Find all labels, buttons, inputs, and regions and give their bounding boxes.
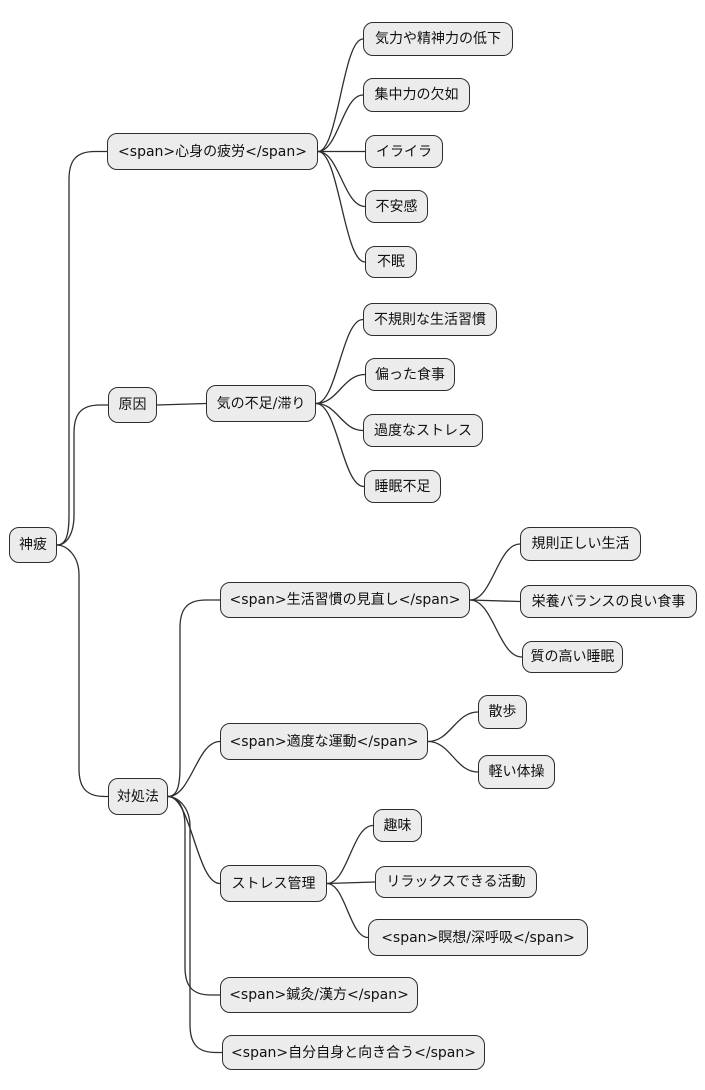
node-stress: ストレス管理 (220, 865, 327, 902)
node-suimin: 睡眠不足 (364, 470, 441, 503)
node-eiyo: 栄養バランスの良い食事 (520, 585, 697, 618)
node-meiso: <span>瞑想/深呼吸</span> (368, 919, 588, 956)
edge-kifusoku-fukisoku (315, 318, 364, 405)
edge-taisho-seikatsu (167, 599, 220, 798)
node-henshoku: 偏った食事 (365, 358, 455, 391)
node-shitsu: 質の高い睡眠 (522, 641, 623, 673)
edge-taisho-tekido (167, 740, 221, 798)
node-sanpo: 散歩 (478, 695, 527, 729)
edge-shinshin-fumin (317, 150, 366, 263)
edge-taisho-shinkyu (167, 795, 220, 996)
edge-taisho-jibun (167, 795, 222, 1054)
edge-shinshin-fuan (317, 150, 366, 208)
edge-seikatsu-kisoku (469, 543, 521, 601)
node-fuan: 不安感 (365, 190, 428, 223)
edge-root-genin (56, 404, 108, 546)
node-fumin: 不眠 (365, 246, 417, 278)
node-shumi: 趣味 (373, 809, 422, 842)
edge-shinshin-kiryoku (317, 38, 364, 153)
node-shuchu: 集中力の欠如 (363, 78, 470, 112)
edge-root-taisho (56, 544, 108, 798)
node-seikatsu: <span>生活習慣の見直し</span> (220, 582, 470, 618)
node-jibun: <span>自分自身と向き合う</span> (222, 1035, 485, 1070)
edge-tekido-sanpo (427, 711, 479, 743)
node-kiryoku: 気力や精神力の低下 (363, 22, 513, 56)
node-shinshin: <span>心身の疲労</span> (107, 133, 318, 170)
edge-taisho-stress (167, 795, 221, 885)
node-taisho: 対処法 (108, 778, 168, 815)
node-kifusoku: 気の不足/滞り (206, 385, 316, 422)
node-relax: リラックスできる活動 (375, 866, 537, 898)
edge-shinshin-shuchu (317, 94, 364, 153)
edge-root-shinshin (56, 150, 107, 546)
edge-stress-meiso (326, 882, 369, 939)
edge-seikatsu-shitsu (469, 599, 523, 658)
node-tekido: <span>適度な運動</span> (220, 723, 428, 760)
edge-seikatsu-eiyo (469, 599, 521, 603)
edge-genin-kifusoku (156, 402, 207, 406)
node-iraira: イライラ (365, 135, 443, 168)
node-shinkyu: <span>鍼灸/漢方</span> (220, 977, 418, 1013)
edge-tekido-taiso (427, 740, 479, 773)
node-root: 神疲 (9, 527, 57, 563)
node-fukisoku: 不規則な生活習慣 (363, 303, 497, 336)
edge-stress-shumi (326, 824, 374, 885)
edge-kifusoku-suimin (315, 402, 365, 488)
node-genin: 原因 (108, 387, 157, 423)
edge-kifusoku-kado (315, 402, 364, 432)
node-taiso: 軽い体操 (478, 755, 555, 789)
node-kado: 過度なストレス (363, 414, 483, 447)
edge-kifusoku-henshoku (315, 373, 366, 405)
node-kisoku: 規則正しい生活 (520, 527, 641, 561)
edge-stress-relax (326, 881, 376, 885)
